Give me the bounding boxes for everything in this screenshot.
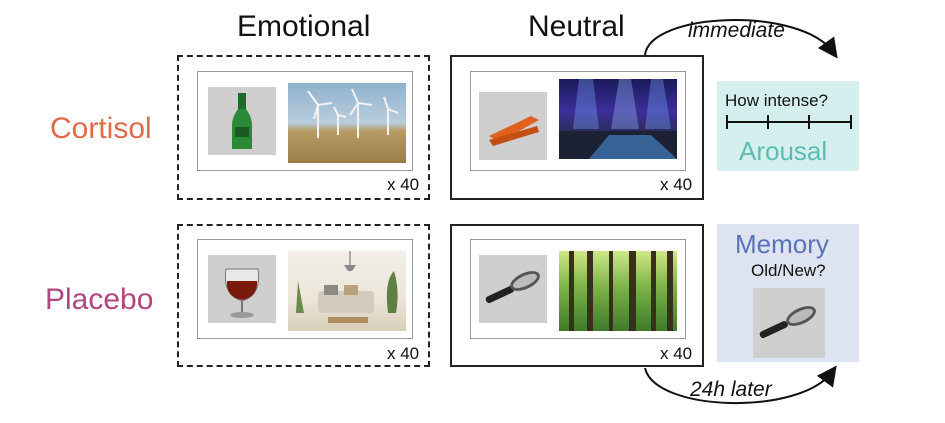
trial-count: x 40 [660,175,693,194]
memory-label: Memory [735,229,829,259]
immediate-arrow [644,19,838,59]
arousal-question: How intense? [725,91,829,110]
placebo-emotional-block: x 40 [177,224,430,367]
memory-question: Old/New? [751,261,826,280]
stimulus-pair [197,239,413,339]
column-header-neutral: Neutral [528,10,625,43]
trial-count: x 40 [387,175,420,194]
beer-bottle-icon [208,87,276,155]
trial-count: x 40 [660,344,693,363]
stimulus-pair [470,239,686,339]
rating-scale [726,115,852,129]
arousal-panel: How intense? Arousal [717,81,859,171]
row-header-cortisol: Cortisol [50,112,152,145]
forest-scene [559,251,677,331]
cortisol-neutral-block: x 40 [450,55,704,200]
stimulus-pair [470,71,686,171]
later-arrow [644,365,837,404]
concert-stage-scene [559,79,677,159]
stapler-icon [479,92,547,160]
wind-farm-scene [288,83,406,163]
living-room-scene [288,251,406,331]
hairbrush-icon [479,255,547,323]
placebo-neutral-block: x 40 [450,224,704,367]
trial-count: x 40 [387,344,420,363]
memory-panel: Memory Old/New? [717,224,859,362]
row-header-placebo: Placebo [45,283,154,316]
hairbrush-icon [753,288,825,358]
timing-immediate-label: immediate [688,19,785,42]
column-header-emotional: Emotional [237,10,371,43]
cortisol-emotional-block: x 40 [177,55,430,200]
arousal-label: Arousal [739,136,828,166]
stimulus-pair [197,71,413,171]
timing-later-label: 24h later [690,378,772,401]
wine-glass-icon [208,255,276,323]
